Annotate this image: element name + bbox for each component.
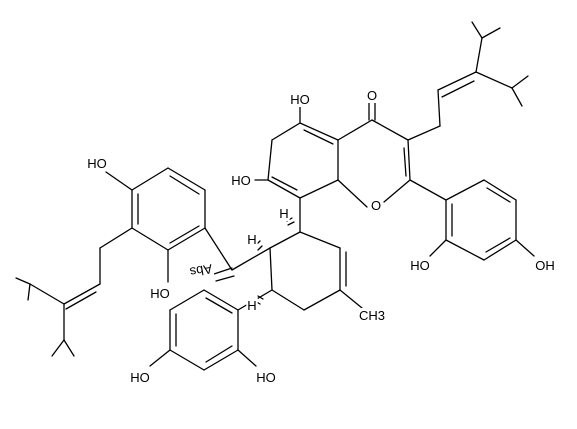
atom-label-background: [289, 92, 311, 107]
atom-label-background: [409, 258, 431, 273]
atom-label-ring-oxygen: O: [371, 198, 381, 213]
atom-label-methyl: CH3: [359, 308, 385, 323]
atom-label-b-ring-4-hydroxyl: OH: [535, 258, 555, 273]
atom-label-background: [149, 286, 171, 301]
atom-label-stereo-hydrogen-3: H: [247, 298, 256, 313]
atom-label-background: [255, 370, 277, 385]
bond-layer: [15, 21, 535, 371]
atom-label-d-ring-bottom-hydroxyl: HO: [150, 286, 170, 301]
atom-label-background: [369, 198, 383, 213]
atom-label-c7-hydroxyl: HO: [231, 173, 251, 188]
atom-label-background: [357, 308, 387, 323]
atom-label-background: [129, 370, 151, 385]
atom-label-b-ring-2-hydroxyl: HO: [410, 258, 430, 273]
stereo-abs-label: Abs: [188, 261, 213, 280]
atom-label-d-ring-top-hydroxyl: HO: [87, 156, 107, 171]
atom-label-background: [534, 258, 556, 273]
atom-label-background: [365, 88, 379, 103]
atom-label-e-ring-left-hydroxyl: HO: [130, 370, 150, 385]
atom-label-background: [86, 156, 108, 171]
atom-label-background: [246, 298, 258, 313]
atom-label-stereo-hydrogen-2: H: [247, 232, 256, 247]
atom-label-ketone-oxygen: O: [367, 88, 377, 103]
atom-label-background: [246, 232, 258, 247]
atom-label-c5-hydroxyl: HO: [290, 92, 310, 107]
atom-label-e-ring-right-hydroxyl: HO: [256, 370, 276, 385]
atom-label-background: [230, 173, 252, 188]
atom-label-background: [187, 260, 215, 281]
atom-label-layer: O HO HO O HO OH HO HO Abs HO HO CH3 H H …: [86, 88, 556, 385]
atom-label-stereo-hydrogen-1: H: [279, 206, 288, 221]
atom-label-background: [278, 206, 290, 221]
